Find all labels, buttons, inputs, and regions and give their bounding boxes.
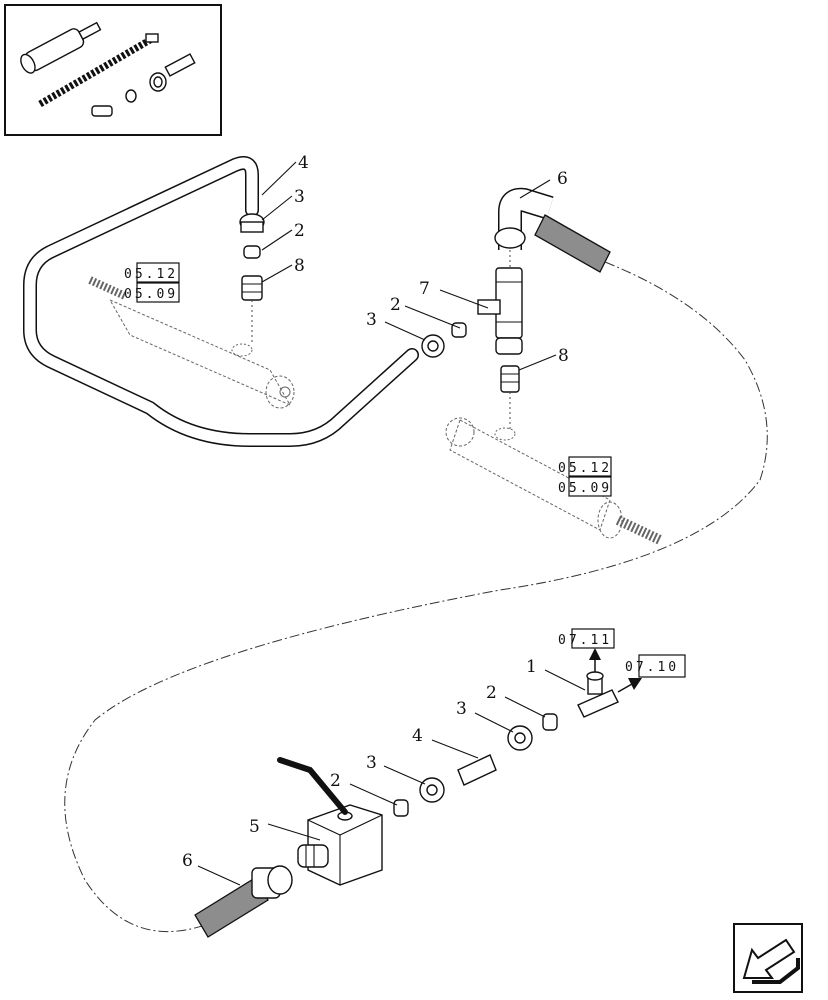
ref-cyl-left-a: 05.12: [124, 267, 178, 282]
nav-arrow-icon[interactable]: [733, 923, 803, 993]
callout-valve: 5: [249, 817, 260, 837]
elbow-hose: [494, 187, 611, 273]
callout-mid-nut: 3: [366, 310, 377, 330]
ref-cyl-right-b: 05.09: [558, 481, 612, 496]
leader-lines: [197, 161, 586, 886]
ref-cyl-left[interactable]: 05.12 05.09: [124, 262, 180, 303]
bot-ring-a: [542, 713, 558, 731]
bot-hose: [194, 865, 293, 938]
top-tube: [23, 156, 419, 447]
callout-bot-nut-a: 3: [456, 699, 467, 719]
callout-bot-hose: 6: [182, 851, 193, 871]
hose-route: [64, 261, 768, 932]
callout-top-adapter: 8: [294, 256, 305, 276]
callout-bot-tube: 4: [412, 726, 423, 746]
callout-bot-ring-b: 2: [330, 771, 341, 791]
ref-cyl-right-a: 05.12: [558, 461, 612, 476]
callout-mid-adapter: 8: [558, 346, 569, 366]
callout-elbow-hose: 6: [557, 169, 568, 189]
callout-bot-nut-b: 3: [366, 753, 377, 773]
callout-mid-ring: 2: [390, 295, 401, 315]
ref-cyl-left-b: 05.09: [124, 287, 178, 302]
bot-tee: [577, 648, 642, 718]
callout-bot-ring-a: 2: [486, 683, 497, 703]
ref-tee-right-label: 07.10: [625, 660, 679, 675]
top-tee: [477, 267, 523, 355]
inset-parts-icon: [4, 4, 222, 136]
bot-tube: [457, 754, 497, 786]
ref-cyl-right[interactable]: 05.12 05.09: [558, 456, 612, 497]
ref-tee-up[interactable]: 07.11: [558, 628, 615, 649]
ref-tee-right[interactable]: 07.10: [625, 654, 686, 678]
right-cylinder: [445, 417, 663, 545]
ref-tee-up-label: 07.11: [558, 633, 612, 648]
callout-top-ring: 2: [294, 221, 305, 241]
top-ring: [243, 245, 261, 259]
callout-top-nut: 3: [294, 187, 305, 207]
callout-top-tee: 7: [419, 279, 430, 299]
left-cylinder: [88, 276, 295, 409]
bot-ring-b: [393, 799, 409, 817]
valve: [277, 757, 383, 886]
top-adapter: [241, 275, 263, 301]
mid-adapter: [500, 365, 520, 393]
callout-bot-tee: 1: [526, 657, 537, 677]
callout-top-tube: 4: [298, 153, 309, 173]
